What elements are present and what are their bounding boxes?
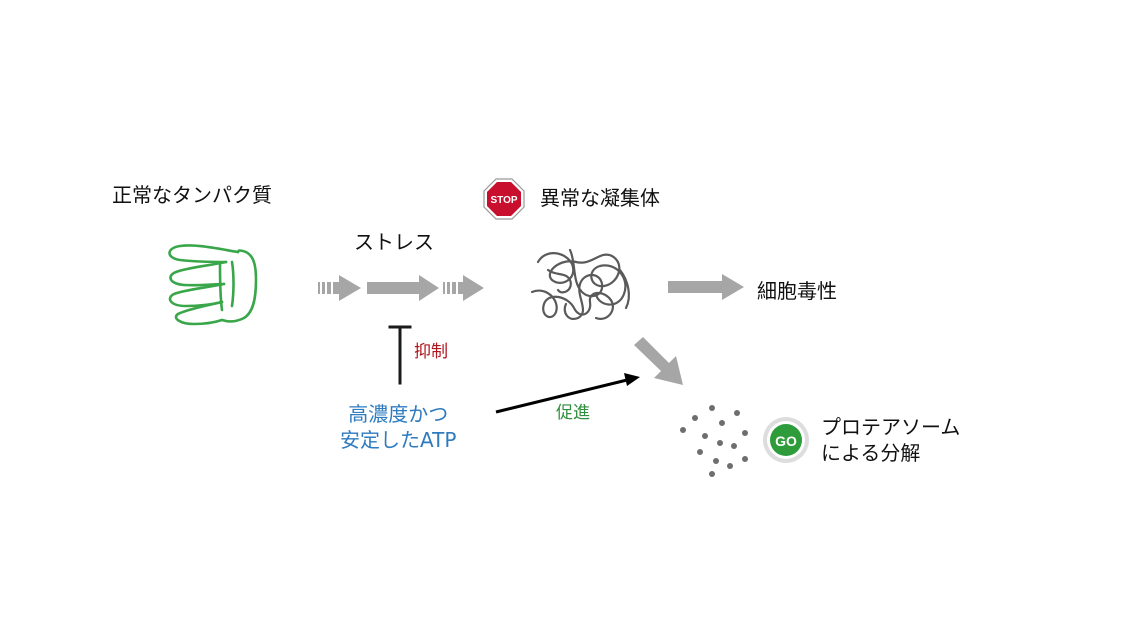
stress-label: ストレス	[354, 230, 434, 254]
cytotoxicity-label: 細胞毒性	[757, 279, 837, 303]
atp-line-2: 安定したATP	[340, 428, 457, 452]
degraded-fragments-icon	[680, 405, 748, 477]
stop-sign-icon: STOP	[483, 178, 525, 220]
stress-arrows	[318, 275, 484, 301]
atp-line-1: 高濃度かつ	[348, 402, 449, 426]
proteasome-line-2: による分解	[821, 441, 921, 465]
stop-badge-text: STOP	[490, 195, 517, 206]
promotion-arrow	[495, 373, 640, 414]
atp-label: 高濃度かつ 安定したATP	[340, 401, 456, 453]
inhibit-label: 抑制	[414, 342, 448, 362]
promote-label: 促進	[556, 403, 590, 423]
proteasome-degradation-label: プロテアソーム による分解	[821, 414, 960, 466]
arrow-to-cytotoxicity	[668, 274, 744, 300]
go-badge-text: GO	[775, 433, 797, 449]
arrow-to-degradation	[634, 337, 683, 385]
normal-protein-label: 正常なタンパク質	[112, 183, 272, 207]
inhibition-bar	[388, 325, 412, 385]
tangled-aggregate-icon	[530, 248, 630, 320]
proteasome-line-1: プロテアソーム	[821, 415, 961, 439]
folded-protein-icon	[168, 244, 258, 326]
go-badge-icon: GO	[763, 417, 809, 463]
abnormal-aggregate-label: 異常な凝集体	[540, 186, 660, 210]
